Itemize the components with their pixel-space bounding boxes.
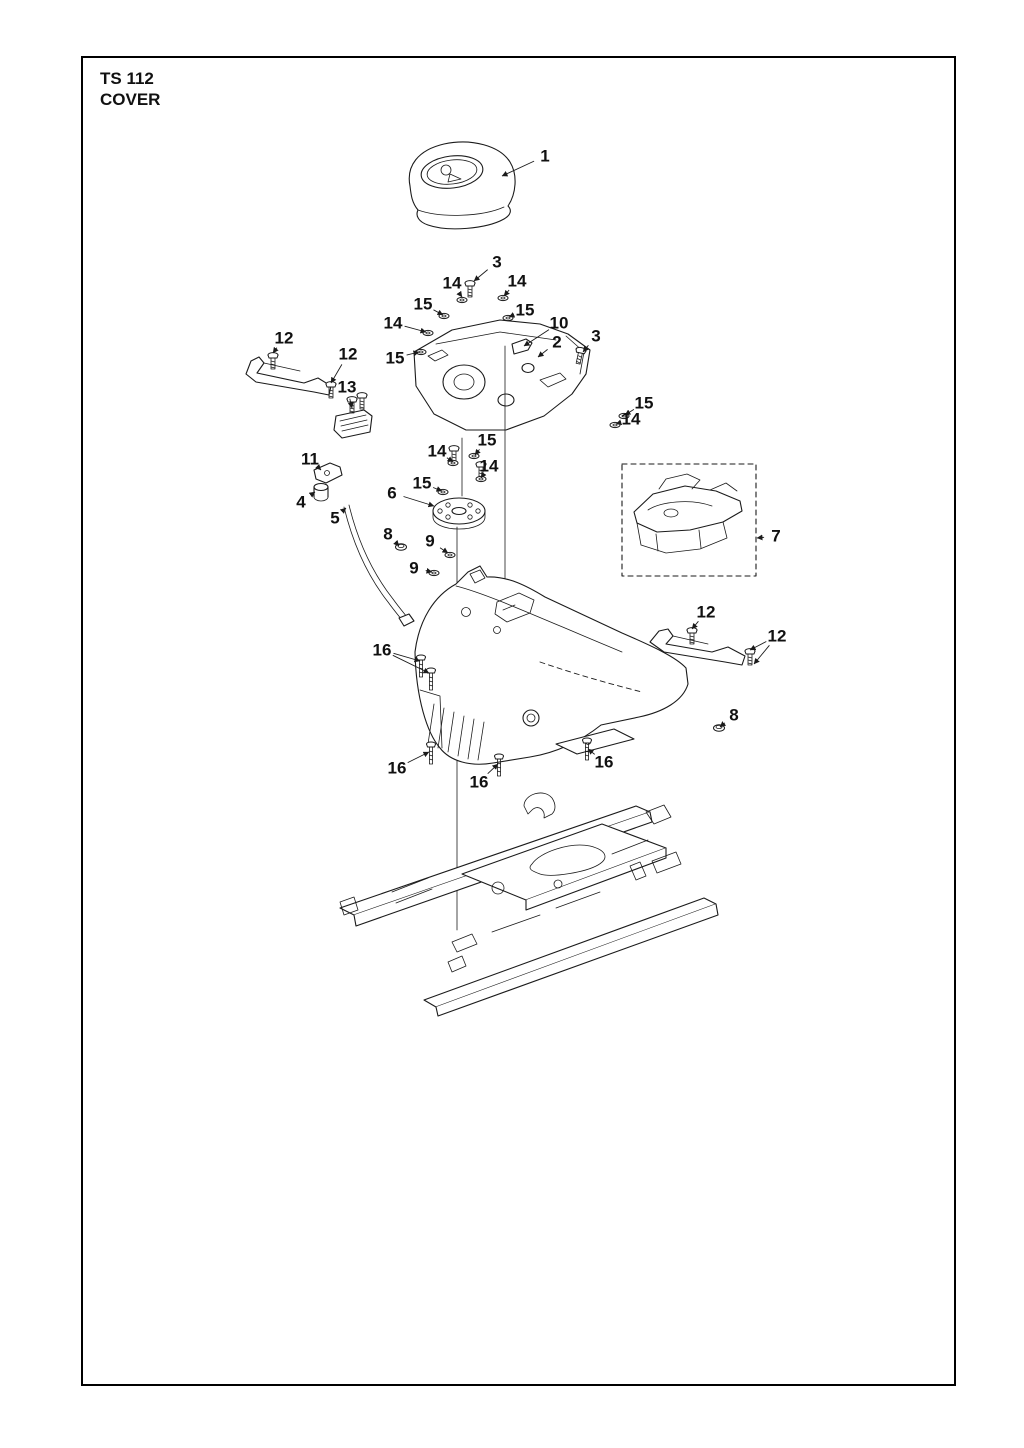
- part-chassis-frame: [339, 792, 719, 1017]
- leader-line-15-5: [508, 312, 516, 318]
- callout-15-10: 15: [386, 349, 405, 368]
- part-12-bracket-left: [245, 356, 332, 396]
- part-13-module: [333, 409, 373, 439]
- leader-line-15-14: [624, 409, 635, 416]
- callout-9-25: 9: [425, 532, 434, 551]
- leader-line-15-10: [406, 350, 420, 357]
- leader-line-15-17: [474, 448, 481, 456]
- callout-9-26: 9: [409, 559, 418, 578]
- callout-3-9: 3: [591, 327, 600, 346]
- callout-8-24: 8: [383, 525, 392, 544]
- leader-line-3-9: [582, 345, 589, 353]
- callout-15-20: 15: [413, 474, 432, 493]
- callout-12-11: 12: [275, 329, 294, 348]
- leader-line-14-16: [446, 456, 454, 463]
- callout-11-19: 11: [301, 450, 319, 469]
- leader-line-12-12: [330, 364, 343, 384]
- callout-12-12: 12: [339, 345, 358, 364]
- leader-line-6-22: [403, 496, 435, 508]
- part-7-reference-box: [621, 463, 757, 577]
- leader-line-16-34: [587, 748, 595, 755]
- leader-line-10-7: [523, 329, 550, 347]
- callout-6-22: 6: [387, 484, 396, 503]
- leader-line-13-13: [347, 398, 354, 409]
- leader-line-16-32: [407, 751, 430, 764]
- page-border: [81, 56, 956, 1386]
- leader-line-5-23: [339, 507, 347, 514]
- leader-line-4-21: [308, 491, 316, 498]
- callout-10-7: 10: [550, 314, 569, 333]
- callout-12-28: 12: [697, 603, 716, 622]
- callout-5-23: 5: [330, 509, 339, 528]
- leader-line-16-30: [393, 652, 421, 663]
- leader-line-14-15: [615, 419, 623, 426]
- callout-7-27: 7: [771, 527, 780, 546]
- callout-16-30: 16: [373, 641, 392, 660]
- callout-12-29: 12: [768, 627, 787, 646]
- leader-line-3-1: [473, 269, 488, 282]
- leader-line-9-26: [425, 567, 433, 574]
- leader-line-8-24: [393, 539, 400, 547]
- leader-line-16-33: [487, 763, 499, 775]
- part-10-bracket: [511, 338, 533, 355]
- part-4-sensor: [313, 482, 329, 502]
- leader-line-14-2: [456, 290, 463, 298]
- part-1-steering-cover: [408, 141, 516, 230]
- leader-line-8-31: [719, 721, 727, 728]
- callout-8-31: 8: [729, 706, 738, 725]
- leader-line-14-6: [404, 325, 427, 334]
- doc-section: COVER: [100, 90, 160, 109]
- leader-line-15-4: [433, 309, 444, 316]
- callout-15-5: 15: [516, 301, 535, 320]
- part-7-assembly: [621, 463, 757, 577]
- callout-15-14: 15: [635, 394, 654, 413]
- leader-line-2-8: [537, 349, 548, 358]
- leader-line-7-27: [756, 534, 765, 541]
- part-5-cable: [343, 504, 415, 627]
- callout-2-8: 2: [552, 333, 561, 352]
- leader-line-12-29b: [753, 645, 770, 665]
- callout-14-2: 14: [443, 274, 462, 293]
- doc-model: TS 112: [100, 69, 154, 88]
- callout-15-17: 15: [478, 431, 497, 450]
- leader-line-11-19: [315, 464, 322, 471]
- part-body-cover: [414, 565, 689, 765]
- callout-14-3: 14: [508, 272, 527, 291]
- leader-line-12-11: [272, 346, 279, 354]
- leader-line-9-25: [439, 547, 449, 554]
- callout-16-33: 16: [470, 773, 489, 792]
- callout-14-18: 14: [480, 457, 499, 476]
- part-12-bracket-right: [649, 628, 746, 666]
- leader-line-15-20: [432, 486, 443, 492]
- callout-3-1: 3: [492, 253, 501, 272]
- callout-14-15: 14: [622, 410, 641, 429]
- leader-line-16-30b: [392, 654, 430, 674]
- callout-1-0: 1: [540, 147, 549, 166]
- callout-13-13: 13: [338, 378, 357, 397]
- callout-4-21: 4: [296, 493, 306, 512]
- part-2-dash-panel: [413, 319, 591, 431]
- leader-line-12-28: [691, 621, 699, 630]
- part-6-plate: [432, 497, 486, 530]
- leader-line-14-18: [480, 471, 487, 479]
- callout-16-34: 16: [595, 753, 614, 772]
- leader-line-1-0: [501, 160, 535, 177]
- leader-line-12-29: [749, 641, 767, 651]
- callout-14-16: 14: [428, 442, 447, 461]
- leader-line-14-3: [503, 289, 510, 297]
- callout-14-6: 14: [384, 314, 403, 333]
- callout-15-4: 15: [414, 295, 433, 314]
- callout-16-32: 16: [388, 759, 407, 778]
